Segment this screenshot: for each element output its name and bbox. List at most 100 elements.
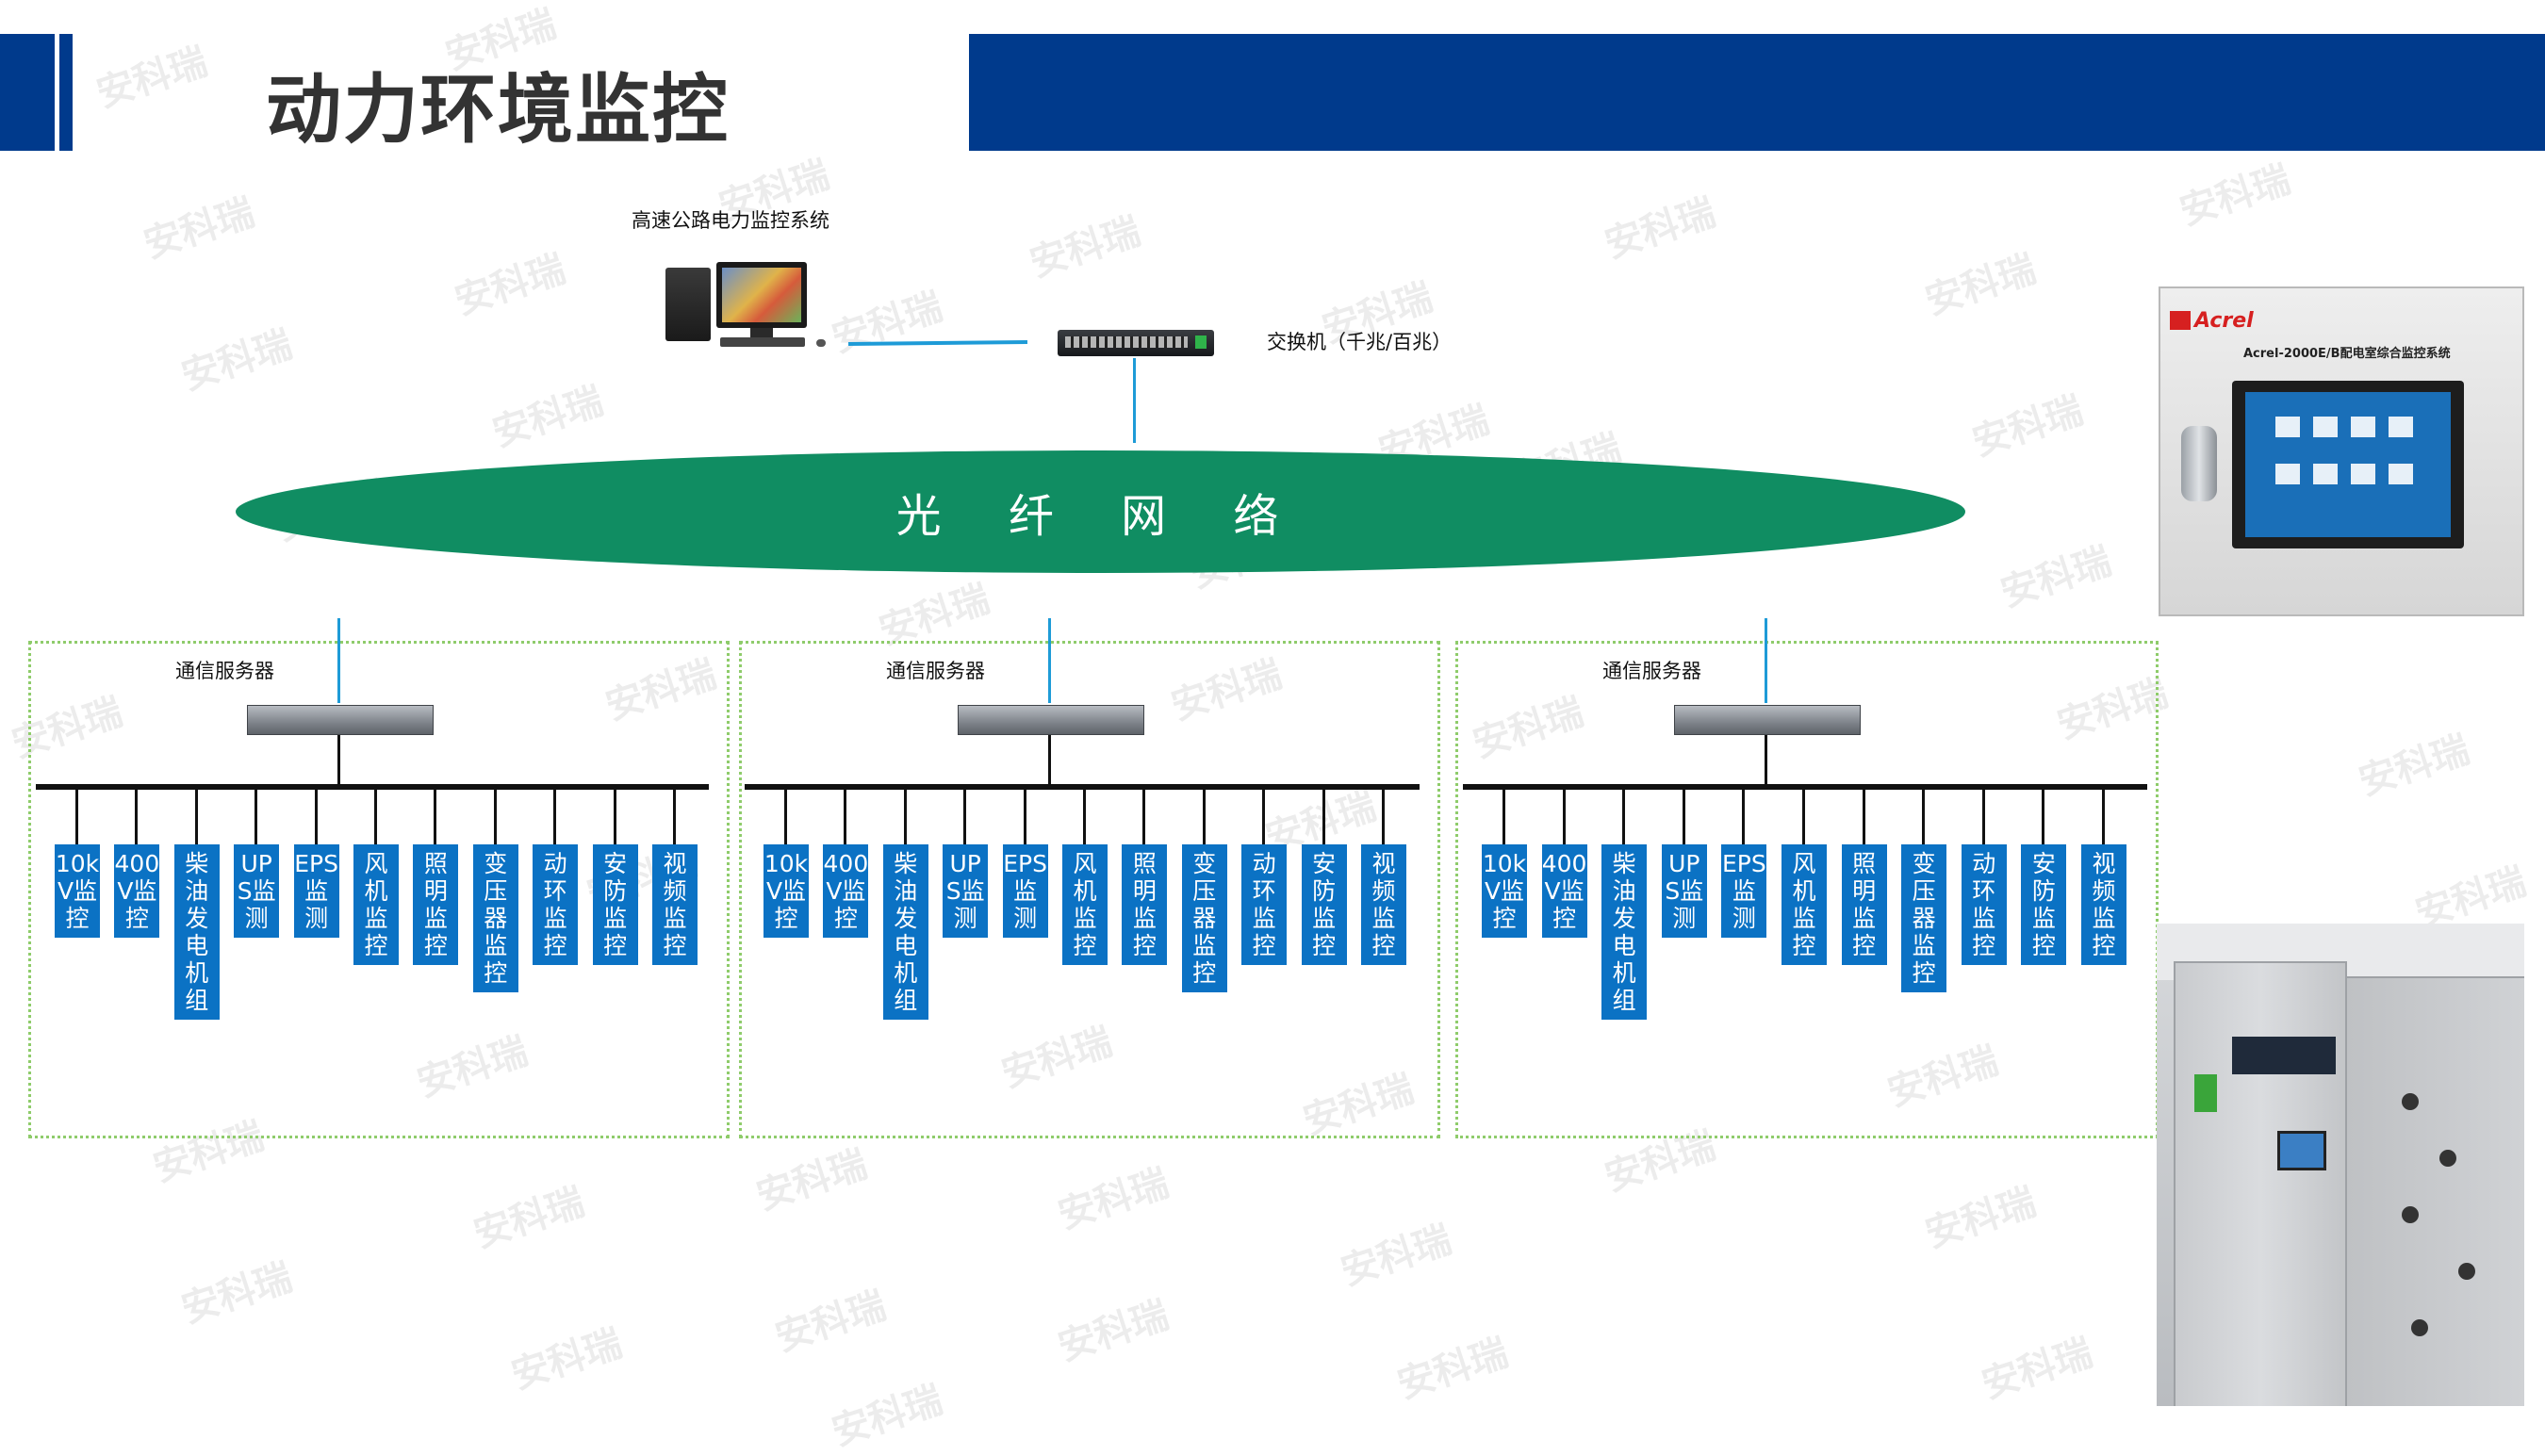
screen-tile-icon <box>2313 464 2338 484</box>
subsystem-box: 10kV监控 <box>764 844 809 938</box>
switch-network-link <box>1133 358 1136 443</box>
subsystem-box: 400V监控 <box>823 844 869 938</box>
communication-server-icon <box>247 705 434 735</box>
subsystem-box: EPS监测 <box>1002 844 1048 938</box>
device-model: Acrel-2000E/B配电室综合监控系统 <box>2243 347 2451 361</box>
subsystem-box: 照明监控 <box>1122 844 1168 965</box>
bus-drop <box>1023 788 1026 846</box>
switch-label: 交换机（千兆/百兆） <box>1267 331 1453 353</box>
bus-drop <box>1502 788 1505 846</box>
subsystem-box: 动环监控 <box>533 844 579 965</box>
watermark-text: 安科瑞 <box>770 1284 892 1361</box>
screen-tile-icon <box>2351 464 2375 484</box>
screen-tile-icon <box>2275 417 2300 437</box>
subsystem-box: 柴油发电机组 <box>173 844 220 1020</box>
pc-switch-link <box>847 340 1028 346</box>
screen-tile-icon <box>2389 464 2413 484</box>
bus-drop <box>673 788 676 846</box>
watermark-text: 安科瑞 <box>1920 1180 2042 1257</box>
subsystem-box: 400V监控 <box>114 844 160 938</box>
subsystem-box: 安防监控 <box>592 844 638 965</box>
server-bus-link <box>1048 735 1051 786</box>
watermark-text: 安科瑞 <box>450 247 571 324</box>
bus-drop <box>2102 788 2105 846</box>
subsystem-box: 风机监控 <box>353 844 399 965</box>
bus-drop <box>493 788 497 846</box>
watermark-text: 安科瑞 <box>1967 388 2089 466</box>
watermark-text: 安科瑞 <box>176 322 298 400</box>
network-uplink <box>1765 618 1767 703</box>
subsystem-box: 安防监控 <box>2021 844 2067 965</box>
watermark-text: 安科瑞 <box>2175 157 2296 235</box>
subsystem-box: 视频监控 <box>1361 844 1406 965</box>
subsystem-box: 变压器监控 <box>1901 844 1947 992</box>
system-label: 高速公路电力监控系统 <box>632 209 829 232</box>
watermark-text: 安科瑞 <box>827 285 948 362</box>
watermark-text: 安科瑞 <box>1025 209 1146 286</box>
bus-drop <box>75 788 78 846</box>
subsystem-box: UPS监测 <box>234 844 280 938</box>
bus-drop <box>553 788 557 846</box>
watermark-text: 安科瑞 <box>91 40 213 117</box>
watermark-text: 安科瑞 <box>2354 728 2475 805</box>
subsystem-box: 柴油发电机组 <box>1601 844 1648 1020</box>
server-bus-link <box>1765 735 1767 786</box>
subsystem-box: 风机监控 <box>1782 844 1827 965</box>
server-bus-link <box>337 735 340 786</box>
subsystem-box: UPS监测 <box>943 844 989 938</box>
acrel-logo-icon <box>2170 311 2191 330</box>
bus-drop <box>314 788 318 846</box>
subsystem-box: EPS监测 <box>1721 844 1767 938</box>
watermark-text: 安科瑞 <box>751 1142 873 1219</box>
group-border <box>28 641 730 1138</box>
network-uplink <box>337 618 340 703</box>
bus-drop <box>784 788 787 846</box>
server-label: 通信服务器 <box>1602 660 1701 682</box>
subsystem-box: 10kV监控 <box>55 844 100 938</box>
bus-drop <box>135 788 139 846</box>
bus-drop <box>254 788 258 846</box>
bus-drop <box>1142 788 1146 846</box>
watermark-text: 安科瑞 <box>1995 539 2117 616</box>
subsystem-box: 视频监控 <box>2081 844 2126 965</box>
bus-drop <box>963 788 967 846</box>
bus-line <box>36 784 709 790</box>
group-border <box>1455 641 2159 1138</box>
communication-server-icon <box>1674 705 1861 735</box>
server-label: 通信服务器 <box>175 660 274 682</box>
watermark-text: 安科瑞 <box>1600 190 1721 268</box>
watermark-text: 安科瑞 <box>1053 1161 1174 1238</box>
watermark-text: 安科瑞 <box>468 1180 590 1257</box>
bus-drop <box>1981 788 1985 846</box>
subsystem-box: 照明监控 <box>413 844 459 965</box>
subsystem-box: 柴油发电机组 <box>882 844 928 1020</box>
watermark-text: 安科瑞 <box>827 1378 948 1455</box>
bus-drop <box>1802 788 1805 846</box>
bus-line <box>1463 784 2147 790</box>
network-uplink <box>1048 618 1051 703</box>
header-accent-bar-thin <box>59 34 73 151</box>
watermark-text: 安科瑞 <box>1977 1331 2098 1408</box>
group-border <box>739 641 1440 1138</box>
bus-drop <box>1742 788 1746 846</box>
bus-drop <box>194 788 198 846</box>
device-brand: Acrel <box>2194 309 2254 333</box>
screen-tile-icon <box>2275 464 2300 484</box>
watermark-text: 安科瑞 <box>176 1255 298 1333</box>
page-title: 动力环境监控 <box>266 66 730 154</box>
subsystem-box: 变压器监控 <box>1181 844 1227 992</box>
subsystem-box: 照明监控 <box>1841 844 1887 965</box>
subsystem-box: 变压器监控 <box>472 844 518 992</box>
bus-drop <box>613 788 616 846</box>
bus-line <box>745 784 1420 790</box>
server-label: 通信服务器 <box>886 660 985 682</box>
watermark-text: 安科瑞 <box>487 379 609 456</box>
bus-drop <box>1562 788 1566 846</box>
bus-drop <box>1682 788 1685 846</box>
subsystem-box: 400V监控 <box>1541 844 1587 938</box>
bus-drop <box>844 788 847 846</box>
watermark-text: 安科瑞 <box>506 1321 628 1399</box>
fiber-network-label: 光 纤 网 络 <box>895 490 1305 543</box>
bus-drop <box>1262 788 1266 846</box>
bus-drop <box>903 788 907 846</box>
